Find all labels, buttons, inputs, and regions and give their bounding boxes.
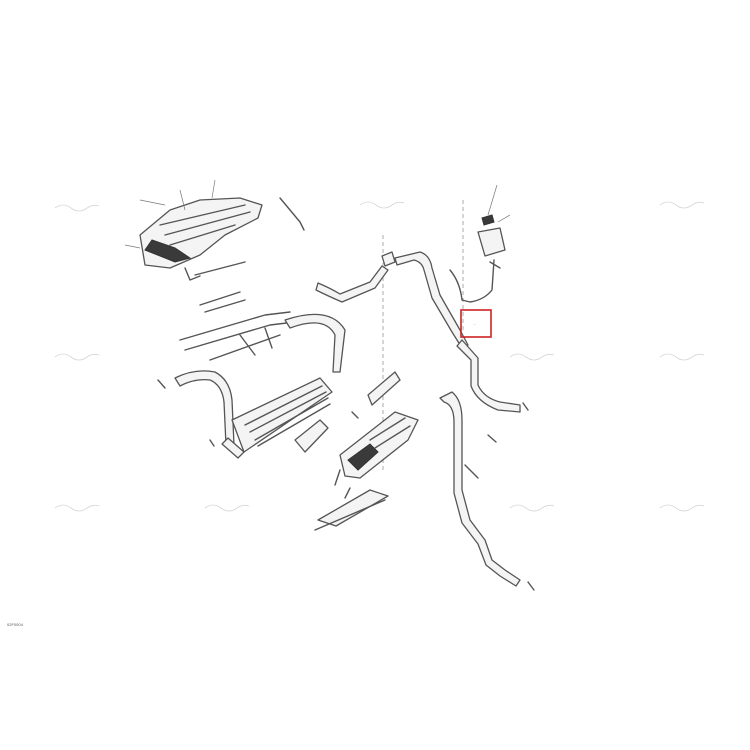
engine-shroud <box>139 197 263 269</box>
watermark-logo <box>659 201 705 209</box>
watermark-logo <box>54 504 100 512</box>
coolant-hose <box>315 265 389 303</box>
upper-coolant-hoses <box>315 251 469 349</box>
engine-shroud-assembly <box>124 179 263 281</box>
skid-plate-body <box>317 489 389 527</box>
radiator-fin <box>254 397 329 441</box>
temperature-sensor <box>279 197 305 231</box>
pump-rib <box>369 417 406 441</box>
left-coolant-hose <box>174 370 235 446</box>
fan-guard <box>367 371 401 406</box>
crossmember-strut <box>239 334 256 356</box>
watermark-logo <box>509 353 555 361</box>
tank-mount <box>489 261 501 269</box>
shroud-rib <box>159 204 246 226</box>
skid-plate-bracket <box>344 487 351 499</box>
pump-bolt <box>351 411 359 419</box>
expansion-tank <box>477 227 506 257</box>
tank-cap <box>481 214 495 226</box>
highlight-callout-box[interactable] <box>460 309 492 338</box>
leader-line <box>124 244 141 249</box>
fan-guards <box>294 371 401 453</box>
coolant-hose <box>456 339 521 413</box>
radiator-assembly <box>221 377 333 459</box>
figure-code: 02F0004 <box>7 622 23 627</box>
skid-plate <box>314 487 389 531</box>
shroud-rib <box>164 211 251 236</box>
leader-line <box>487 184 498 216</box>
watermark-logo <box>359 201 405 209</box>
hose-clamp <box>527 581 535 591</box>
shroud-bracket <box>184 267 201 281</box>
radiator-fin <box>257 403 331 447</box>
support-rod <box>204 299 246 313</box>
chassis-crossmember <box>179 311 346 373</box>
watermark-logo <box>659 504 705 512</box>
water-pump-assembly <box>334 411 419 486</box>
highlight-callout-label: - <box>474 321 476 326</box>
coolant-hose <box>439 391 521 587</box>
leader-line <box>179 189 186 211</box>
watermark-logo <box>509 504 555 512</box>
watermark-logo <box>659 353 705 361</box>
fittings <box>157 197 497 479</box>
coolant-hose <box>174 370 235 446</box>
support-rods <box>194 261 246 313</box>
skid-plate-edge <box>314 499 386 531</box>
hose-clamp <box>522 402 529 411</box>
crossmember-rail <box>179 311 291 341</box>
radiator-fin <box>249 391 327 433</box>
watermark-logo <box>54 353 100 361</box>
hose-clip <box>157 379 166 389</box>
leader-line <box>497 214 511 223</box>
support-rod <box>194 261 246 276</box>
watermark-logos <box>54 201 705 512</box>
leader-line <box>211 179 216 199</box>
hose-clip <box>487 434 497 443</box>
fan-guard <box>294 419 329 453</box>
crossmember-strut <box>264 327 273 349</box>
watermark-logo <box>54 204 100 212</box>
support-rod <box>199 291 241 306</box>
leader-line <box>139 199 166 206</box>
hose-clamp <box>381 251 396 267</box>
pump-impeller <box>347 443 379 471</box>
shroud-rib <box>169 224 236 246</box>
overflow-hose <box>449 259 495 303</box>
coolant-hose <box>394 251 469 349</box>
bleeder-screw <box>464 464 479 479</box>
roll-bar <box>284 313 346 373</box>
radiator-tank <box>221 437 245 459</box>
watermark-logo <box>204 504 250 512</box>
pump-rib <box>374 425 411 449</box>
right-coolant-hose <box>439 339 535 591</box>
radiator-fin <box>244 385 323 426</box>
pump-bolt <box>334 469 341 486</box>
hose-clip <box>209 439 215 447</box>
expansion-tank-assembly <box>449 184 511 303</box>
shroud-heatshield <box>144 239 192 263</box>
